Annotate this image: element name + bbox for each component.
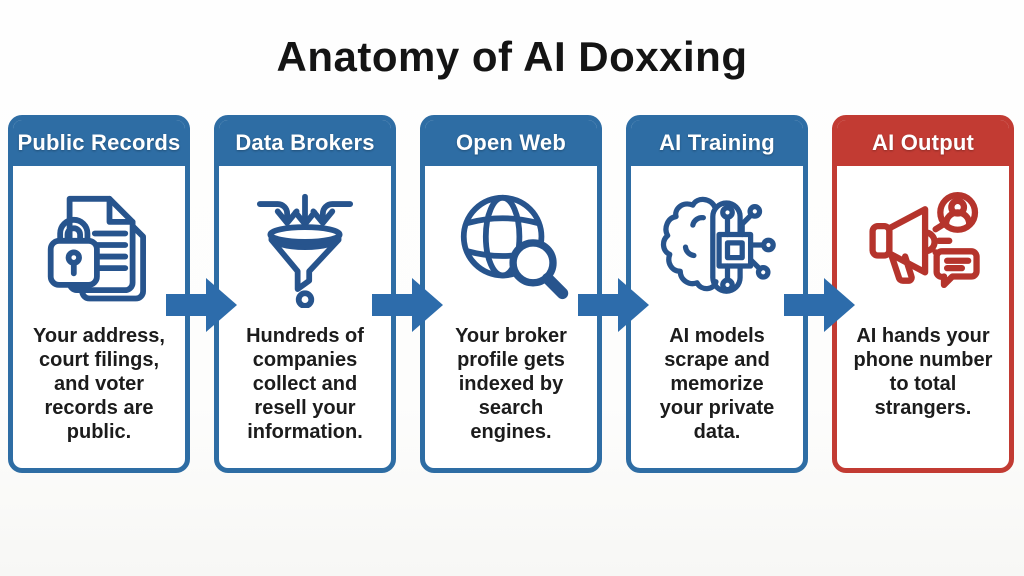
- flow-arrow-icon: [578, 277, 650, 333]
- step-header: AI Output: [837, 120, 1009, 166]
- step-description: Your address, court filings, and voter r…: [33, 325, 165, 443]
- page-title: Anatomy of AI Doxxing: [276, 33, 748, 80]
- step-description: Hundreds of companies collect and resell…: [246, 325, 364, 443]
- step-icon-area: [837, 166, 1009, 324]
- step-card-public-records: Public Records Your address, court filin…: [8, 115, 190, 473]
- step-header: Public Records: [13, 120, 185, 166]
- step-header: Data Brokers: [219, 120, 391, 166]
- funnel-collect-icon: [256, 193, 354, 308]
- flow-arrow-icon: [372, 277, 444, 333]
- step-icon-area: [631, 166, 803, 324]
- step-icon-area: [13, 166, 185, 324]
- brain-chip-icon: [660, 196, 776, 294]
- step-description: Your broker profile gets indexed by sear…: [455, 325, 567, 443]
- step-description: AI hands your phone number to total stra…: [853, 325, 993, 419]
- step-card-open-web: Open Web Your broker profile gets indexe…: [420, 115, 602, 473]
- step-icon-area: [425, 166, 597, 324]
- step-card-ai-output: AI Output AI hands your phone number to …: [832, 115, 1014, 473]
- step-card-ai-training: AI Training AI models scrape and memoriz…: [626, 115, 808, 473]
- globe-search-icon: [460, 194, 569, 300]
- step-description: AI models scrape and memorize your priva…: [659, 325, 775, 443]
- step-icon-area: [219, 166, 391, 324]
- step-header: AI Training: [631, 120, 803, 166]
- step-header: Open Web: [425, 120, 597, 166]
- step-card-data-brokers: Data Brokers Hundreds of companies colle…: [214, 115, 396, 473]
- flow-arrow-icon: [166, 277, 238, 333]
- lock-documents-icon: [47, 195, 146, 302]
- megaphone-share-icon: [869, 191, 980, 289]
- flow-arrow-icon: [784, 277, 856, 333]
